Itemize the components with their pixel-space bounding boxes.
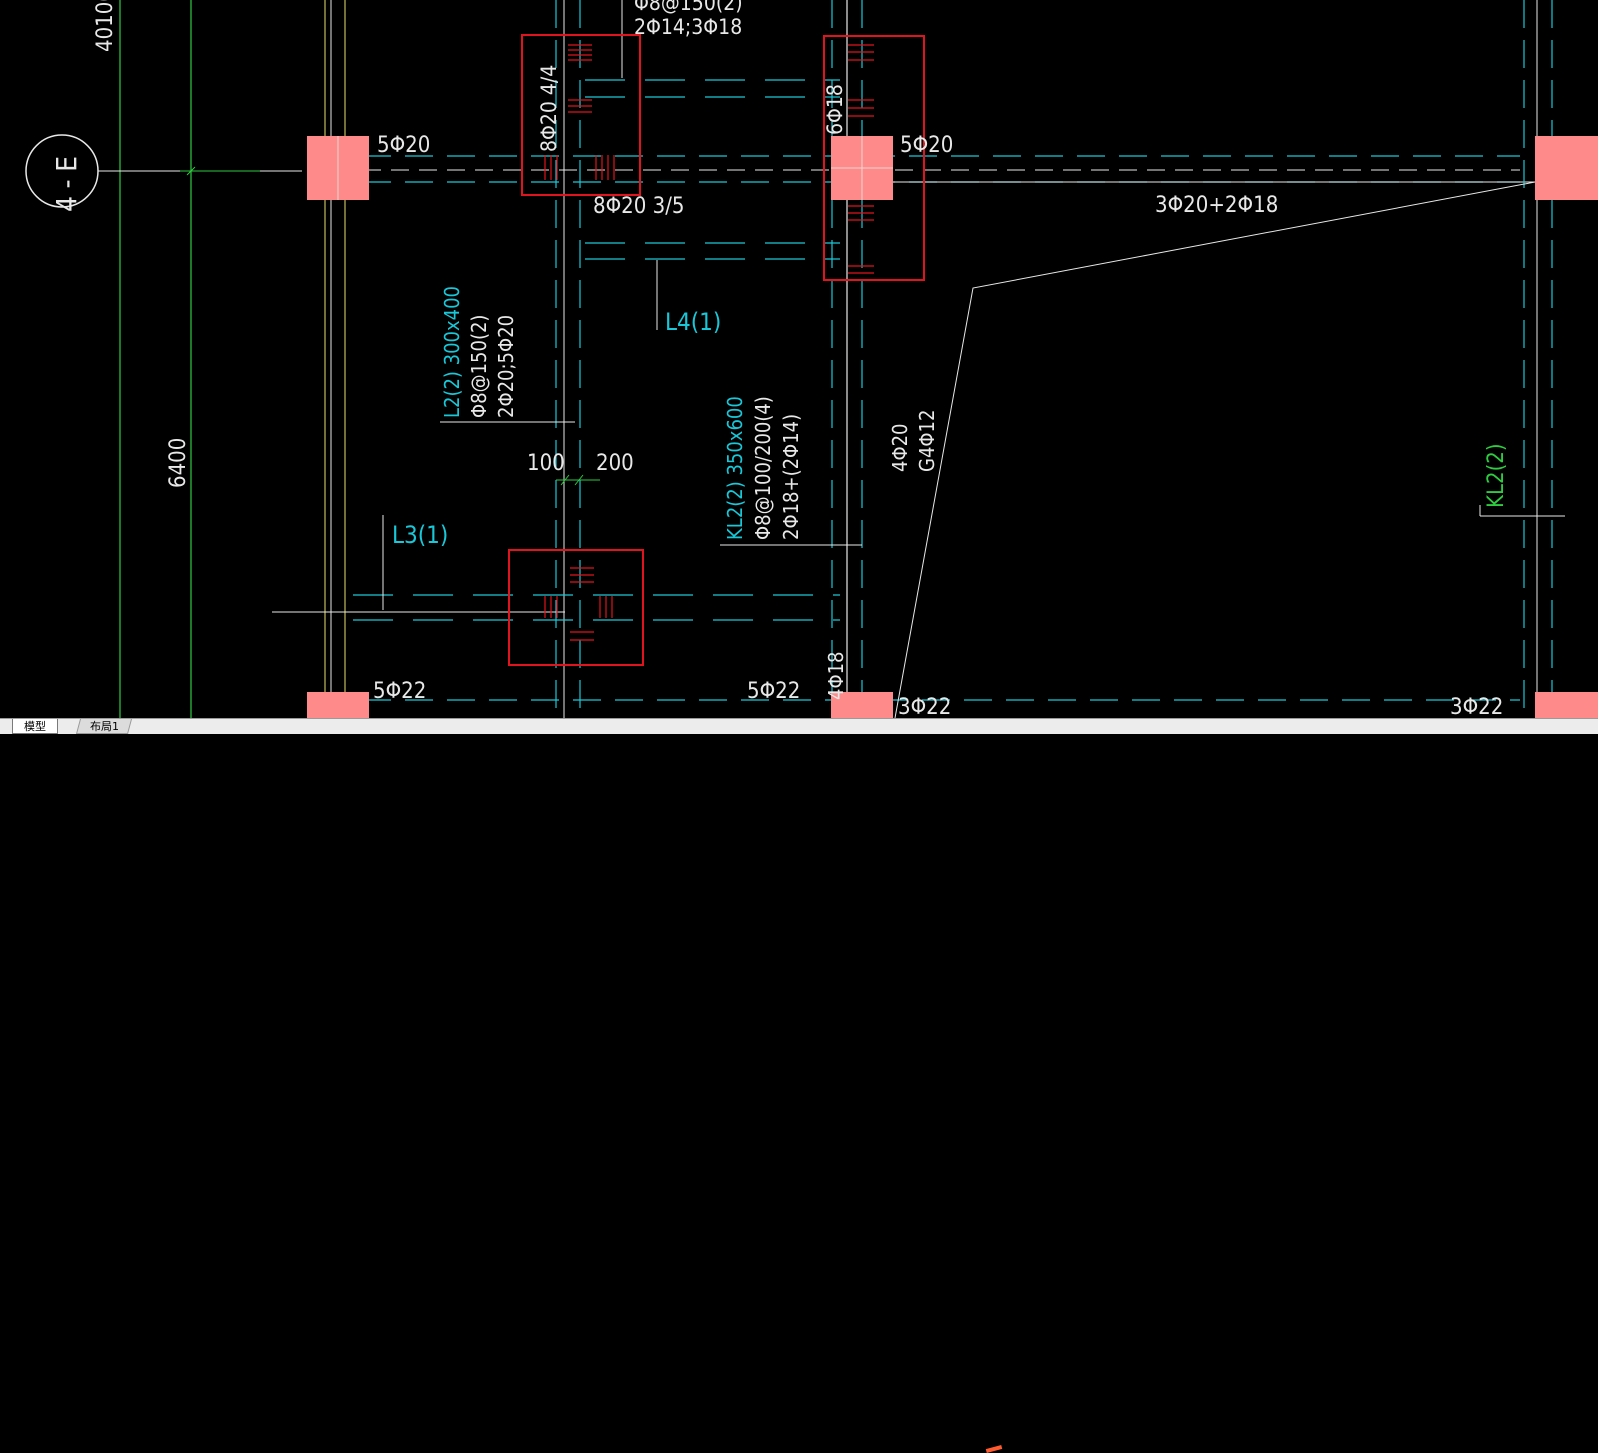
rebar-mid-bottom-vert: 4Φ18 [824,652,848,701]
beam-l2-stirrup: Φ8@150(2) [467,315,491,418]
column-c-top [1535,136,1598,200]
dim-top-left: 40100 [93,0,118,52]
cursor-marker-icon [985,1444,1003,1453]
column-b-bottom [831,692,893,718]
dim-gap-right: 200 [596,451,634,476]
rebar-mid-bottom: 5Φ22 [747,679,800,704]
diagonal-leader [894,181,1536,718]
rebar-col-b-bottom: 3Φ22 [898,695,951,718]
highlight-box-top-left [521,34,641,196]
beam-kl2-name: KL2(2) 350x600 [723,396,747,540]
dim-gap-left: 100 [527,451,565,476]
dim-tick-2 [574,474,584,486]
dim-tick-1 [560,474,570,486]
column-c-bottom [1535,692,1598,718]
rebar-col-a-top: 5Φ20 [377,133,430,158]
beam-side-bars-1: 4Φ20 [888,424,912,473]
beam-l2-bars: 2Φ20;5Φ20 [494,315,518,418]
rebar-col-c-bottom: 3Φ22 [1450,695,1503,718]
tab-layout1[interactable]: 布局1 [75,719,133,734]
beam-l2-name: L2(2) 300x400 [440,286,464,418]
layout-tab-bar: 模型 布局1 [0,718,1598,1453]
axis-bubble-label: 4-E [50,156,83,212]
beam-side-bars-2: G4Φ12 [915,410,939,472]
rebar-ticks [544,44,874,641]
rebar-col-a-bottom: 5Φ22 [373,679,426,704]
highlight-box-bottom [508,549,644,666]
beam-kl2-stirrup: Φ8@100/200(4) [751,396,775,540]
rebar-right-box-side: 6Φ18 [823,84,847,135]
rebar-top-box-side: 8Φ20 4/4 [537,65,561,152]
beam-kl2-bars: 2Φ18+(2Φ14) [779,414,803,540]
beam-l4-label: L4(1) [665,308,721,336]
top-note-2: 2Φ14;3Φ18 [634,15,742,39]
drawing-svg: 4-E 40100 6400 100 200 Φ8@150(2) 2Φ14;3Φ… [25,0,1598,718]
rebar-col-b-top: 5Φ20 [900,133,953,158]
dim-left-span: 6400 [166,438,191,488]
tab-model-label: 模型 [24,720,46,733]
tab-layout1-label: 布局1 [89,720,119,733]
dim-tick-3 [186,166,196,176]
highlight-box-top-right [823,35,925,281]
rebar-top-box-bottom: 8Φ20 3/5 [593,194,684,219]
rebar-long-span: 3Φ20+2Φ18 [1155,193,1278,218]
tab-model[interactable]: 模型 [12,719,58,734]
beam-kl2-right-label: KL2(2) [1484,443,1509,508]
top-note-1: Φ8@150(2) [634,0,743,15]
column-a-bottom [307,692,369,718]
beam-l3-label: L3(1) [392,521,448,549]
cad-model-canvas[interactable]: 4-E 40100 6400 100 200 Φ8@150(2) 2Φ14;3Φ… [0,0,1598,718]
